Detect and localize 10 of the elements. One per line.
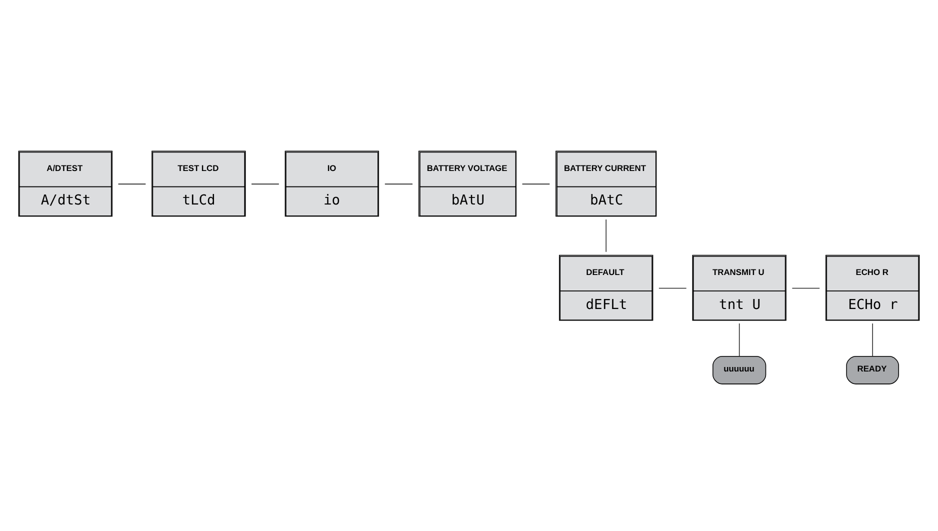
node-box: uuuuuu [712,355,766,384]
connector [384,183,413,184]
connector [522,183,550,184]
connector [251,183,280,184]
connector [658,287,687,288]
node-box: READY [846,355,899,384]
connector [872,322,873,356]
connector [792,287,820,288]
connector [118,183,146,184]
connector [738,322,740,356]
